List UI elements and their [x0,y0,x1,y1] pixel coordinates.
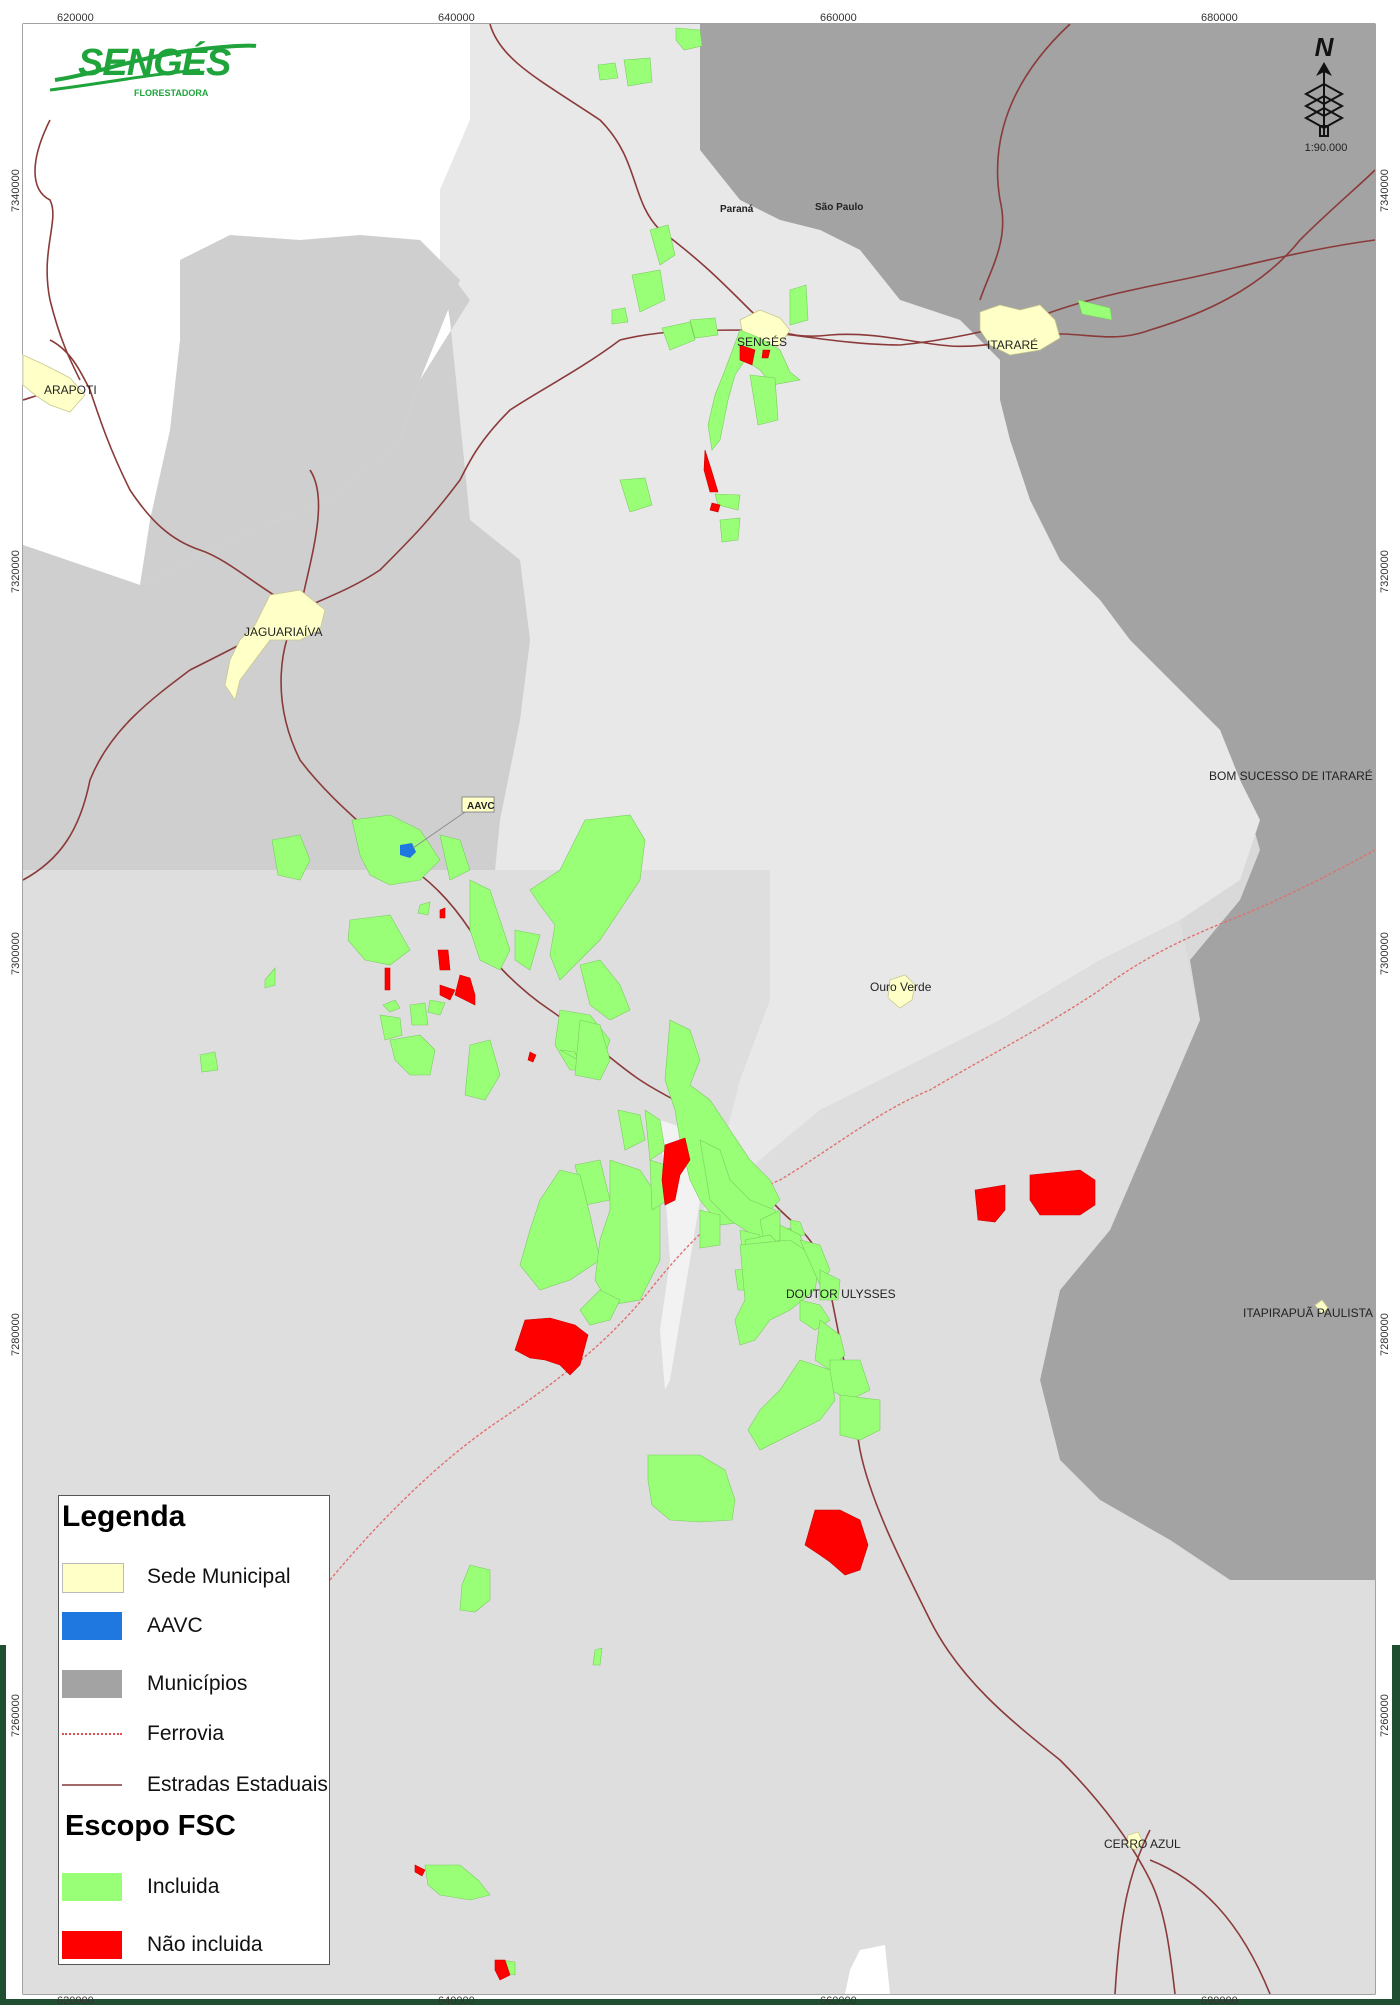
legend-swatch-incluida [62,1873,122,1901]
municipio-arapoti-upper [140,235,460,585]
svg-text:7260000: 7260000 [1379,1694,1391,1737]
legend-label: Incluida [147,1875,220,1898]
svg-text:7320000: 7320000 [10,550,22,593]
legend-label: Municípios [147,1672,248,1695]
legend-item-ferrovia: Ferrovia [62,1718,327,1750]
fsc-included-areas [199,27,1113,1976]
coords-bottom: 620000 640000 660000 680000 [57,1995,1238,2005]
svg-text:7280000: 7280000 [1379,1313,1391,1356]
label-bom-sucesso: BOM SUCESSO DE ITARARÉ [1209,768,1373,783]
logo-subtitle: FLORESTADORA [134,88,209,98]
svg-text:7340000: 7340000 [10,169,22,212]
inner-gap-south [845,1945,890,1994]
svg-text:640000: 640000 [438,12,475,24]
legend-label: AAVC [147,1614,203,1637]
legend-swatch-aavc [62,1612,122,1640]
legend-label: Sede Municipal [147,1565,291,1588]
legend-swatch-sede [62,1563,124,1593]
label-arapoti: ARAPOTI [44,383,97,397]
legend-title: Legenda [62,1500,186,1533]
coords-top: 620000 640000 660000 680000 [57,12,1238,24]
legend-line-estradas [62,1784,122,1786]
aavc-area [400,843,416,858]
label-jaguariaiva: JAGUARIAÍVA [244,624,322,639]
legend-swatch-nao-incluida [62,1931,122,1959]
svg-text:7300000: 7300000 [1379,932,1391,975]
aavc-callout-box [461,796,495,813]
label-itapirapua: ITAPIRAPUÃ PAULISTA [1243,1306,1373,1320]
senges-logo: SENGÉS FLORESTADORA [50,40,260,100]
label-parana: Paraná [720,204,754,215]
legend-label: Ferrovia [147,1722,225,1745]
label-senges: SENGÉS [737,334,787,349]
label-doutor-ulysses: DOUTOR ULYSSES [786,1287,896,1301]
legend-scope-title: Escopo FSC [65,1810,236,1842]
legend-item-aavc: AAVC [62,1610,327,1642]
svg-text:7340000: 7340000 [1379,169,1391,212]
municipio-jaguariaiva [23,260,530,870]
svg-text:680000: 680000 [1201,12,1238,24]
north-arrow: N 1:90.000 [1296,34,1352,159]
fsc-not-included-areas [384,344,1096,1981]
legend-swatch-municipios [62,1670,122,1698]
logo-brand-text: SENGÉS [78,42,231,84]
north-letter: N [1314,32,1334,62]
legend-item-incluida: Incluida [62,1871,327,1903]
map-scale: 1:90.000 [1304,142,1348,154]
svg-text:660000: 660000 [820,1995,857,2005]
svg-text:7260000: 7260000 [10,1694,22,1737]
label-sao-paulo: São Paulo [815,202,863,213]
svg-text:620000: 620000 [57,12,94,24]
legend-label: Estradas Estaduais [147,1773,328,1796]
legend-item-nao-incluida: Não incluida [62,1929,327,1961]
legend-line-ferrovia [62,1733,122,1735]
svg-text:7320000: 7320000 [1379,550,1391,593]
legend-panel: Legenda Sede Municipal AAVC Municípios F… [58,1495,330,1965]
coords-left: 7340000 7320000 7300000 7280000 7260000 [10,169,22,1737]
legend-item-municipios: Municípios [62,1668,327,1700]
svg-text:680000: 680000 [1201,1995,1238,2005]
sede-municipal-areas [22,304,1329,1851]
legend-item-sede-municipal: Sede Municipal [62,1561,327,1593]
aavc-callout-label: AAVC [467,801,495,812]
svg-text:620000: 620000 [57,1995,94,2005]
svg-text:660000: 660000 [820,12,857,24]
label-itarare: ITARARÉ [987,337,1038,352]
municipio-doutor-ulysses [23,870,1375,1994]
label-ouro-verde: Ouro Verde [870,980,932,994]
aavc-callout-line [412,811,466,849]
legend-label: Não incluida [147,1933,263,1956]
railway [329,849,1376,1581]
legend-item-estradas: Estradas Estaduais [62,1769,328,1801]
svg-text:7300000: 7300000 [10,932,22,975]
coords-right: 7340000 7320000 7300000 7280000 7260000 [1379,169,1391,1737]
svg-text:640000: 640000 [438,1995,475,2005]
label-cerro-azul: CERRO AZUL [1104,1837,1181,1851]
svg-text:7280000: 7280000 [10,1313,22,1356]
north-arrow-icon [1303,62,1345,137]
logo-swoosh-icon [50,43,257,92]
municipio-sao-paulo-north [700,24,1375,1580]
